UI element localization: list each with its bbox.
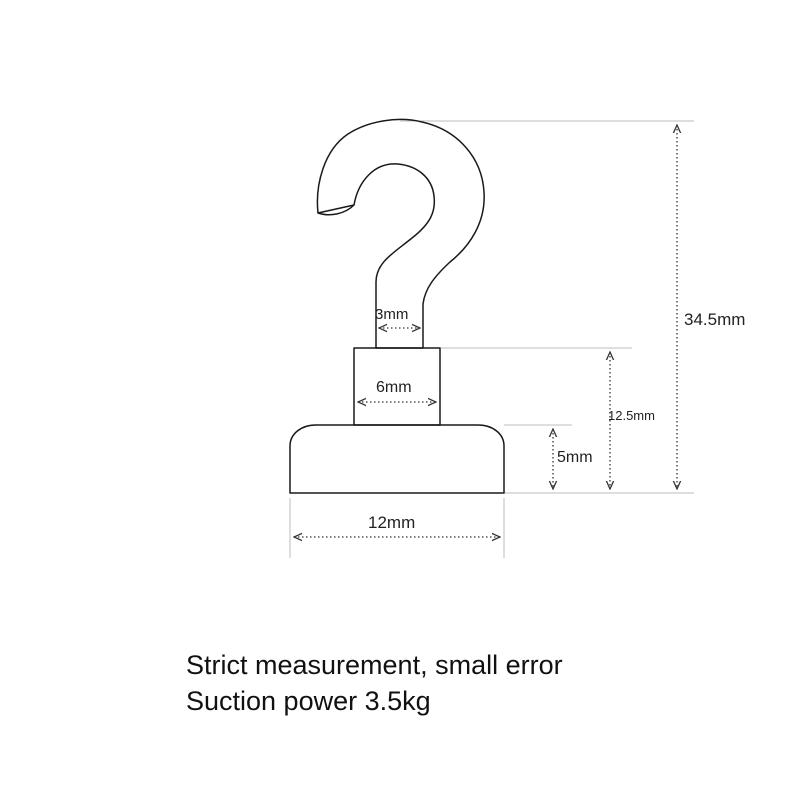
- wire-diameter-label: 3mm: [375, 306, 408, 323]
- hook-tip-end: [317, 204, 355, 216]
- dimension-lines: [294, 125, 677, 537]
- base-height-label: 5mm: [557, 449, 593, 466]
- total-height-label: 34.5mm: [684, 310, 745, 329]
- caption-line-suction: Suction power 3.5kg: [186, 686, 431, 716]
- neck-width-label: 6mm: [376, 379, 412, 396]
- caption-line-measurement: Strict measurement, small error: [186, 650, 563, 680]
- hook-shape: [316, 118, 485, 349]
- hook-magnet-outline: [289, 118, 505, 494]
- base-diameter-label: 12mm: [368, 513, 415, 532]
- neck-height-label: 12.5mm: [608, 408, 655, 423]
- extension-lines: [289, 120, 694, 558]
- magnet-base: [289, 424, 505, 494]
